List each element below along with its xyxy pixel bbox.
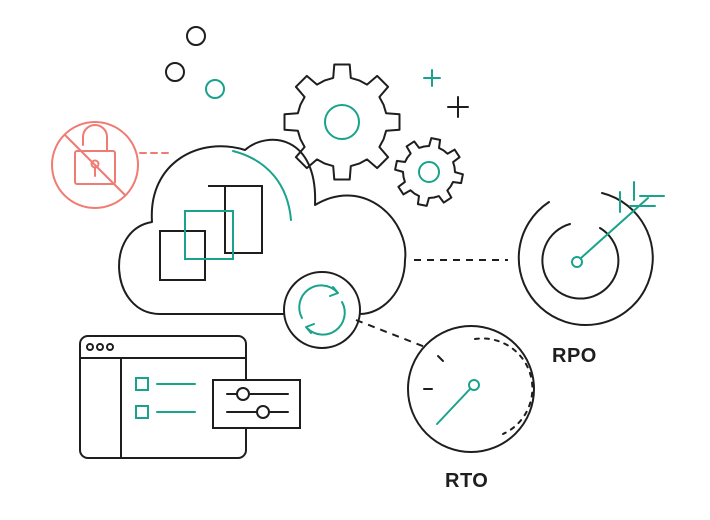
gear-small-icon [394, 137, 464, 207]
dashed-connectors [355, 259, 508, 348]
rpo-label: RPO [552, 345, 597, 367]
plus-sparkles [423, 69, 469, 118]
rto-label: RTO [445, 470, 489, 492]
sync-arrows-icon [283, 271, 361, 349]
browser-window-icon [79, 335, 247, 459]
unlocked-padlock-prohibited-icon [51, 121, 173, 209]
target-arrow-icon [517, 181, 665, 326]
overlapping-squares-icon [159, 185, 263, 281]
speed-gauge-icon [407, 325, 535, 453]
decorative-circles [165, 26, 225, 99]
cloud-icon [118, 138, 407, 315]
gear-large-icon [283, 63, 401, 181]
settings-sliders-icon [212, 379, 301, 429]
